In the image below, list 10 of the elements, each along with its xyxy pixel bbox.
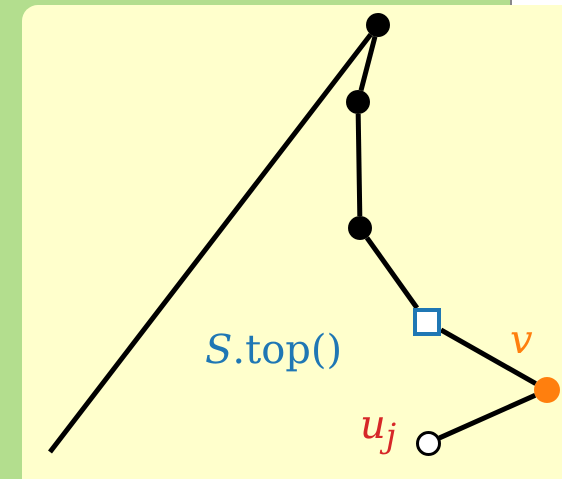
edge-line: [440, 328, 537, 386]
vertex-label: v: [510, 320, 533, 360]
edge-line: [356, 114, 362, 216]
edge-line: [438, 393, 536, 440]
edge-line: [358, 36, 378, 92]
edge-line: [364, 236, 420, 310]
edge-line: [48, 33, 373, 454]
vertex-label: S.top(): [205, 330, 342, 370]
vertex-label: u$_{j}$: [360, 405, 396, 452]
vertex-square: [413, 308, 441, 336]
